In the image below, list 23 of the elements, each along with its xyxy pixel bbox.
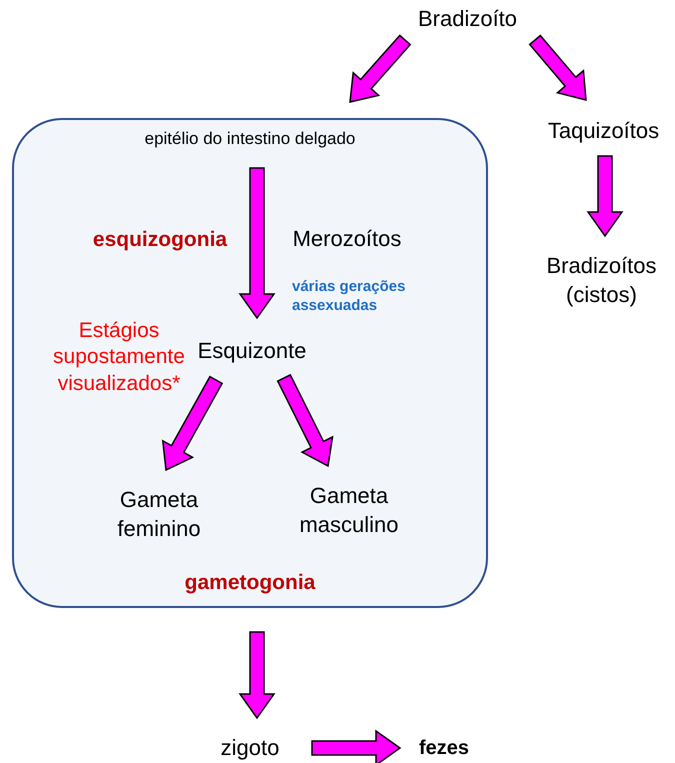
block-arrow bbox=[276, 374, 334, 468]
stage-label: zigoto bbox=[220, 734, 280, 762]
stage-label: Bradizoíto bbox=[418, 4, 518, 33]
block-arrow bbox=[528, 34, 587, 101]
block-arrow bbox=[586, 155, 624, 238]
annotation-text: Merozoítos bbox=[292, 225, 402, 252]
block-arrow bbox=[238, 167, 276, 320]
stage-label: Taquizoítos bbox=[548, 116, 660, 145]
annotation-text: gametogonia bbox=[184, 570, 316, 596]
block-arrow bbox=[162, 376, 224, 472]
stage-label: Gameta feminino bbox=[116, 486, 202, 543]
annotation-text: esquizogonia bbox=[92, 227, 228, 253]
stage-label: Bradizoítos (cistos) bbox=[545, 252, 658, 309]
rounded-panel bbox=[12, 118, 488, 608]
stage-label: fezes bbox=[418, 736, 470, 761]
block-arrow bbox=[349, 34, 412, 103]
annotation-text: várias gerações assexuadas bbox=[292, 278, 406, 316]
stage-label: Gameta masculino bbox=[298, 482, 400, 539]
panel-heading: epitélio do intestino delgado bbox=[144, 128, 356, 150]
block-arrow bbox=[311, 730, 402, 763]
block-arrow bbox=[238, 631, 276, 720]
annotation-text: Estágios supostamente visualizados* bbox=[52, 318, 186, 396]
stage-label: Esquizonte bbox=[198, 336, 306, 365]
